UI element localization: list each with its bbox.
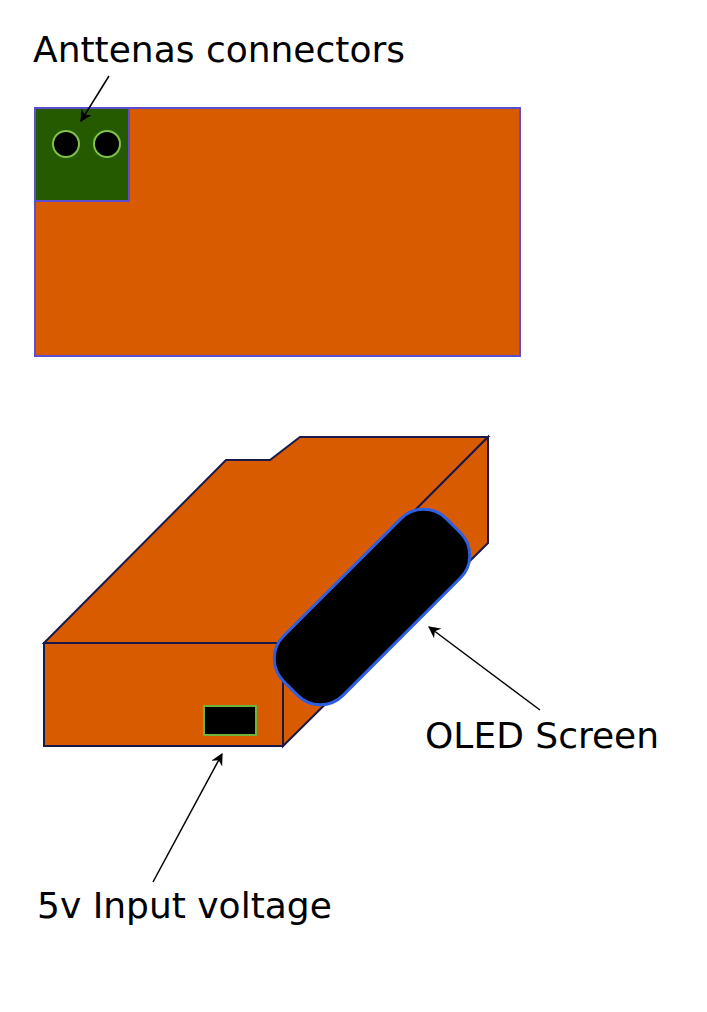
enclosure-top xyxy=(35,108,520,356)
antenna-connector xyxy=(53,131,79,157)
leader-arrow xyxy=(81,76,109,121)
perspective-view xyxy=(44,437,488,746)
callout-label: Anttenas connectors xyxy=(33,28,405,71)
oled-screen xyxy=(261,496,483,718)
callout-label: OLED Screen xyxy=(425,714,659,757)
enclosure-front-face xyxy=(44,643,283,746)
callout-label: 5v Input voltage xyxy=(37,884,332,927)
antenna-connector xyxy=(94,131,120,157)
antenna-panel xyxy=(35,108,129,201)
power-port xyxy=(204,706,256,735)
leader-arrow xyxy=(429,627,540,710)
top-view xyxy=(35,108,520,356)
leader-arrow xyxy=(153,754,222,882)
